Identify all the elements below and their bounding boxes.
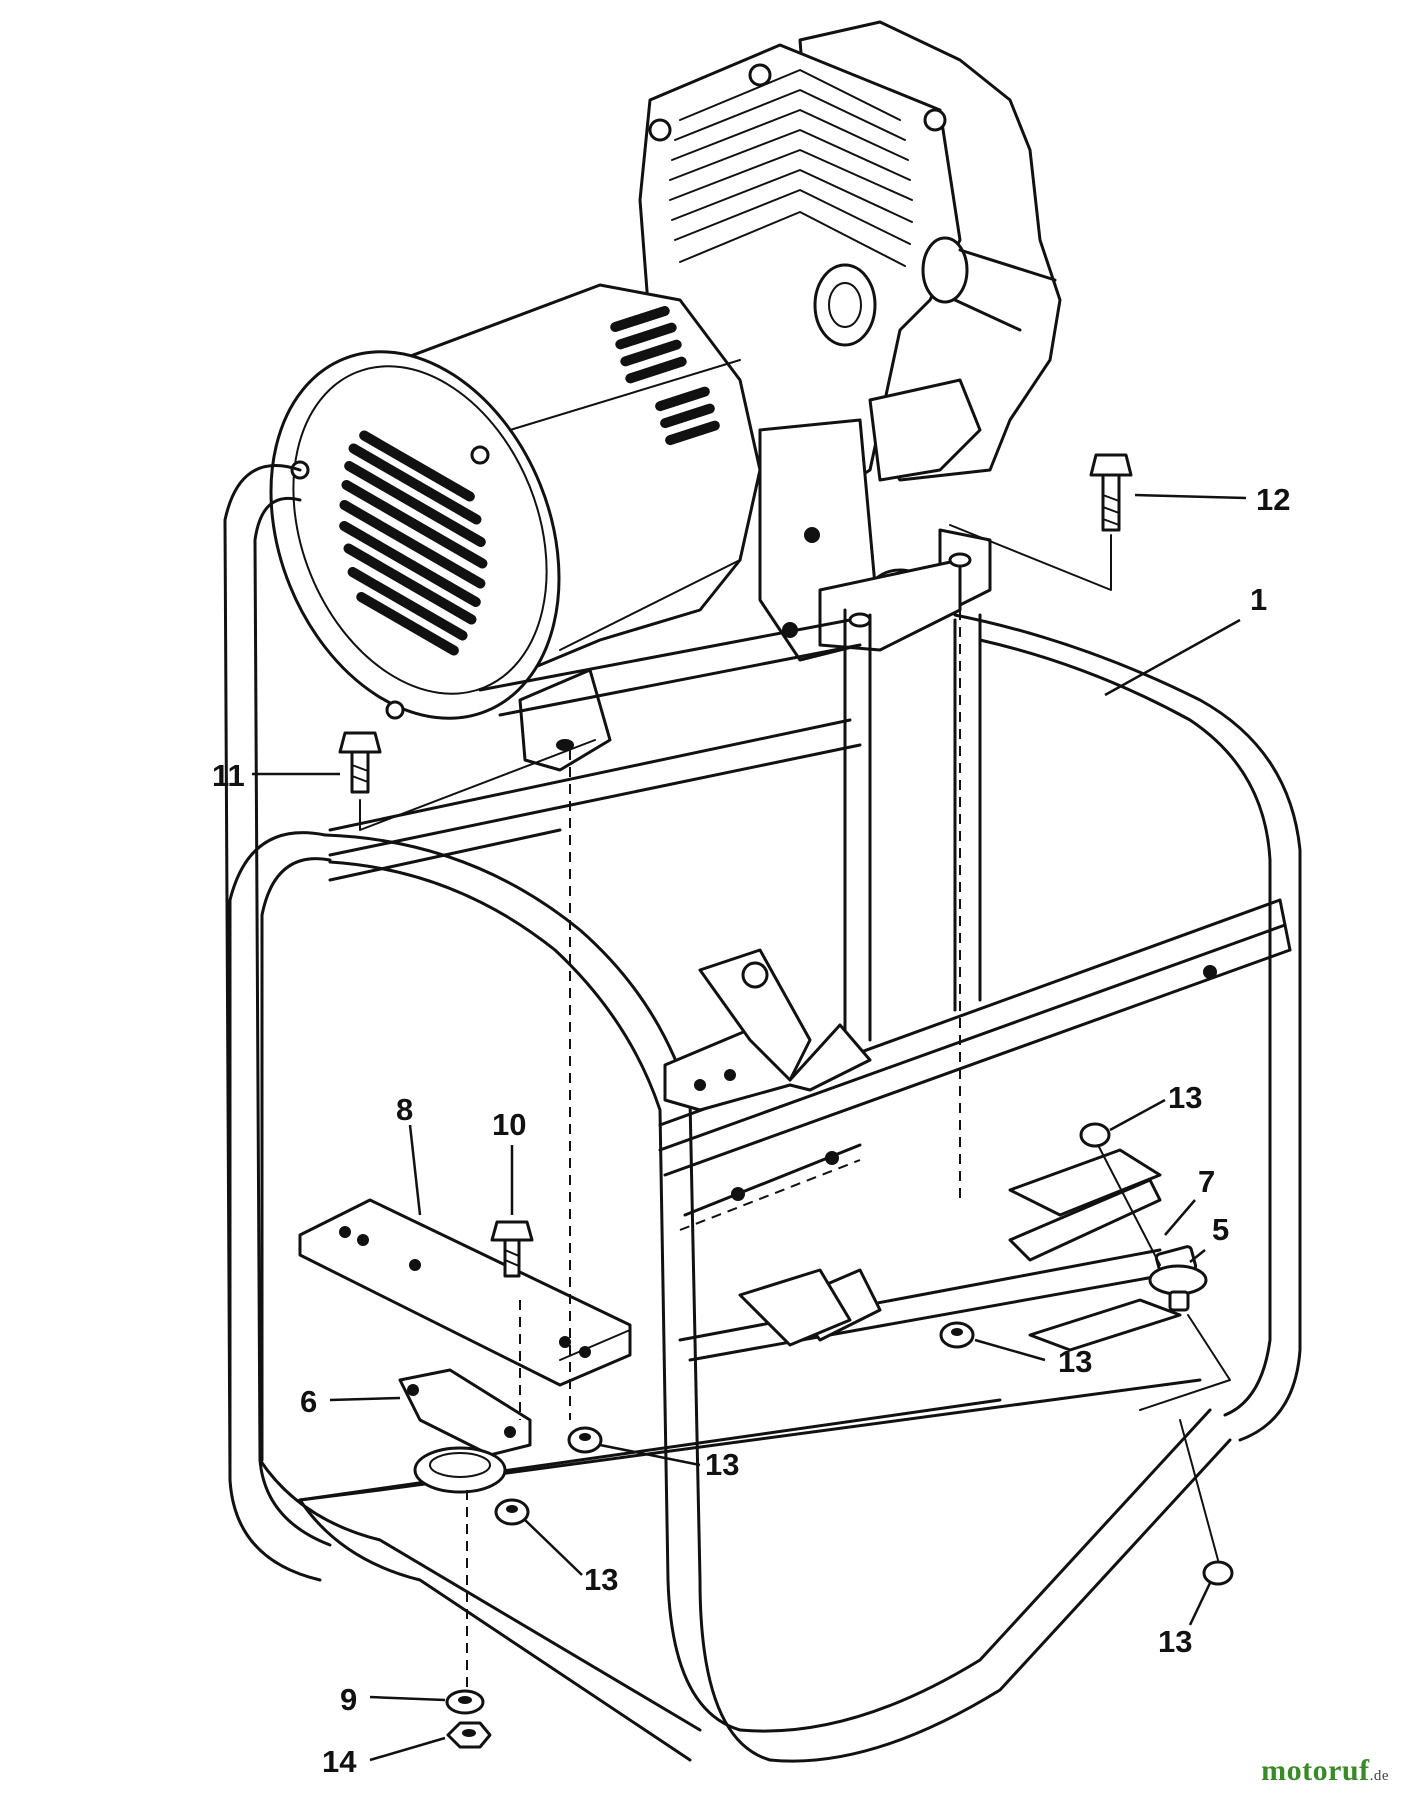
watermark-logo: motoruf.de [1261, 1754, 1389, 1788]
callout-10: 10 [492, 1107, 526, 1142]
nut-14 [446, 1721, 492, 1749]
washer-9 [445, 1689, 485, 1715]
callout-9: 9 [340, 1682, 357, 1717]
callout-13-a: 13 [1168, 1080, 1202, 1115]
bolt-10 [490, 1220, 534, 1278]
isolator-5 [1148, 1245, 1208, 1312]
callout-labels: 1 5 6 7 8 9 10 11 12 13 13 13 13 13 14 [212, 482, 1290, 1779]
callout-6: 6 [300, 1384, 317, 1419]
nut-13-d [1079, 1122, 1111, 1148]
callout-13-c: 13 [705, 1447, 739, 1482]
callout-8: 8 [396, 1092, 413, 1127]
nut-13-b [494, 1498, 530, 1526]
mount-bracket-8 [298, 1198, 632, 1387]
watermark-brand: motoruf [1261, 1754, 1370, 1787]
callout-12: 12 [1256, 482, 1290, 517]
watermark-tld: .de [1369, 1768, 1389, 1784]
callout-7: 7 [1198, 1164, 1215, 1199]
bolt-11 [338, 731, 382, 794]
alternator [269, 283, 762, 772]
callout-13-b: 13 [1058, 1344, 1092, 1379]
callout-11: 11 [212, 758, 245, 793]
callout-13-e: 13 [1158, 1624, 1192, 1659]
nut-13-c [939, 1321, 975, 1349]
callout-5: 5 [1212, 1212, 1229, 1247]
mount-plate-6 [398, 1368, 532, 1494]
callout-leaders [252, 493, 1247, 1762]
callout-13-d: 13 [584, 1562, 618, 1597]
tube-frame [223, 464, 1302, 1763]
callout-1: 1 [1250, 582, 1267, 617]
assembly-lines [359, 524, 1231, 1690]
nut-13-a [567, 1426, 603, 1454]
nut-13-e [1202, 1560, 1234, 1586]
callout-14: 14 [322, 1744, 357, 1779]
bolt-12 [1089, 453, 1133, 532]
